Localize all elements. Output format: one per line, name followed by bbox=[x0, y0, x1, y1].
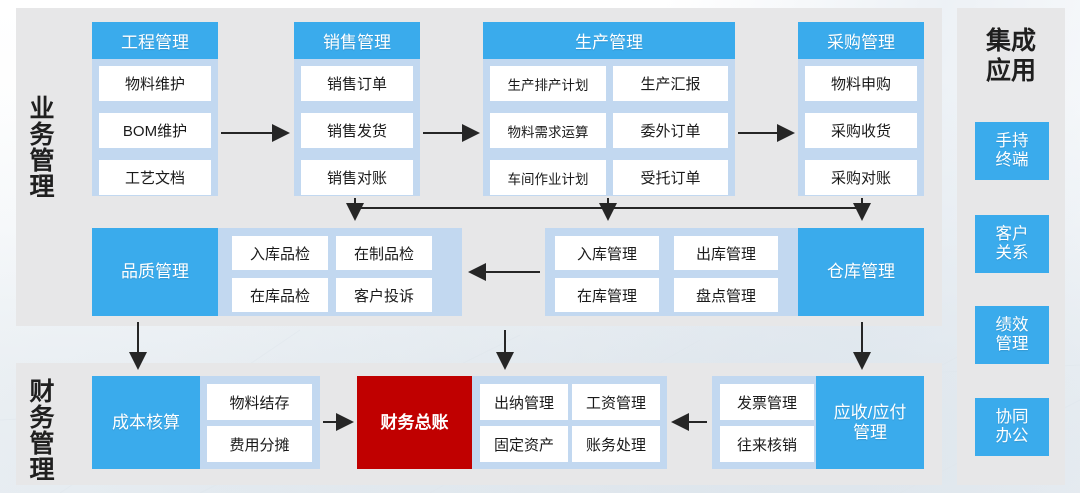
group-cost-accounting-header[interactable]: 成本核算 bbox=[92, 376, 200, 469]
group-quality-header[interactable]: 品质管理 bbox=[92, 228, 218, 316]
integration-button-customer-relations[interactable]: 客户 关系 bbox=[975, 215, 1049, 273]
group-purchasing-header[interactable]: 采购管理 bbox=[798, 22, 924, 59]
integration-button-collaborative-office[interactable]: 协同 办公 bbox=[975, 398, 1049, 456]
finance-panel-title: 财务管理 bbox=[26, 378, 54, 482]
integration-panel-title: 集成 应用 bbox=[957, 26, 1065, 86]
cell-purchasing-2[interactable]: 采购收货 bbox=[805, 113, 917, 148]
business-panel-title: 业务管理 bbox=[26, 95, 54, 199]
integration-button-performance-management-line1: 绩效 bbox=[995, 315, 1029, 334]
integration-title-line1: 集成 bbox=[985, 27, 1036, 55]
cell-warehouse-3[interactable]: 在库管理 bbox=[555, 278, 659, 312]
group-ar-ap-header[interactable]: 应收/应付 管理 bbox=[816, 376, 924, 469]
cell-quality-4[interactable]: 客户投诉 bbox=[336, 278, 432, 312]
cell-sales-2[interactable]: 销售发货 bbox=[301, 113, 413, 148]
cell-arap-2[interactable]: 往来核销 bbox=[720, 426, 814, 462]
cell-warehouse-2[interactable]: 出库管理 bbox=[674, 236, 778, 270]
integration-button-customer-relations-line2: 关系 bbox=[995, 244, 1029, 262]
group-production-header[interactable]: 生产管理 bbox=[483, 22, 735, 59]
cell-purchasing-1[interactable]: 物料申购 bbox=[805, 66, 917, 101]
integration-button-performance-management-line2: 管理 bbox=[995, 335, 1029, 353]
integration-button-performance-management[interactable]: 绩效 管理 bbox=[975, 306, 1049, 364]
cell-sales-3[interactable]: 销售对账 bbox=[301, 160, 413, 195]
cell-engineering-3[interactable]: 工艺文档 bbox=[99, 160, 211, 195]
cell-arap-1[interactable]: 发票管理 bbox=[720, 384, 814, 420]
cell-sales-1[interactable]: 销售订单 bbox=[301, 66, 413, 101]
cell-quality-3[interactable]: 在库品检 bbox=[232, 278, 328, 312]
integration-button-handheld-terminal-line1: 手持 bbox=[995, 131, 1029, 150]
cell-production-2[interactable]: 生产汇报 bbox=[613, 66, 728, 101]
group-general-ledger-header[interactable]: 财务总账 bbox=[357, 376, 472, 469]
cell-engineering-1[interactable]: 物料维护 bbox=[99, 66, 211, 101]
integration-button-collaborative-office-line1: 协同 bbox=[995, 407, 1029, 426]
cell-warehouse-1[interactable]: 入库管理 bbox=[555, 236, 659, 270]
cell-production-3[interactable]: 物料需求运算 bbox=[490, 113, 606, 148]
cell-production-4[interactable]: 委外订单 bbox=[613, 113, 728, 148]
group-warehouse-header[interactable]: 仓库管理 bbox=[798, 228, 924, 316]
cell-quality-1[interactable]: 入库品检 bbox=[232, 236, 328, 270]
cell-production-1[interactable]: 生产排产计划 bbox=[490, 66, 606, 101]
group-engineering-header[interactable]: 工程管理 bbox=[92, 22, 218, 59]
group-sales-header[interactable]: 销售管理 bbox=[294, 22, 420, 59]
integration-button-handheld-terminal-line2: 终端 bbox=[995, 151, 1029, 169]
integration-button-handheld-terminal[interactable]: 手持 终端 bbox=[975, 122, 1049, 180]
cell-purchasing-3[interactable]: 采购对账 bbox=[805, 160, 917, 195]
cell-ledger-4[interactable]: 账务处理 bbox=[572, 426, 660, 462]
cell-ledger-3[interactable]: 固定资产 bbox=[480, 426, 568, 462]
cell-engineering-2[interactable]: BOM维护 bbox=[99, 113, 211, 148]
cell-production-6[interactable]: 受托订单 bbox=[613, 160, 728, 195]
integration-title-line2: 应用 bbox=[985, 57, 1036, 85]
cell-ledger-2[interactable]: 工资管理 bbox=[572, 384, 660, 420]
cell-warehouse-4[interactable]: 盘点管理 bbox=[674, 278, 778, 312]
group-ar-ap-header-line2: 管理 bbox=[853, 422, 887, 442]
cell-quality-2[interactable]: 在制品检 bbox=[336, 236, 432, 270]
integration-button-collaborative-office-line2: 办公 bbox=[995, 427, 1029, 445]
cell-cost-2[interactable]: 费用分摊 bbox=[207, 426, 312, 462]
integration-button-customer-relations-line1: 客户 bbox=[995, 224, 1029, 243]
cell-cost-1[interactable]: 物料结存 bbox=[207, 384, 312, 420]
cell-ledger-1[interactable]: 出纳管理 bbox=[480, 384, 568, 420]
cell-production-5[interactable]: 车间作业计划 bbox=[490, 160, 606, 195]
group-ar-ap-header-line1: 应收/应付 bbox=[833, 402, 907, 422]
